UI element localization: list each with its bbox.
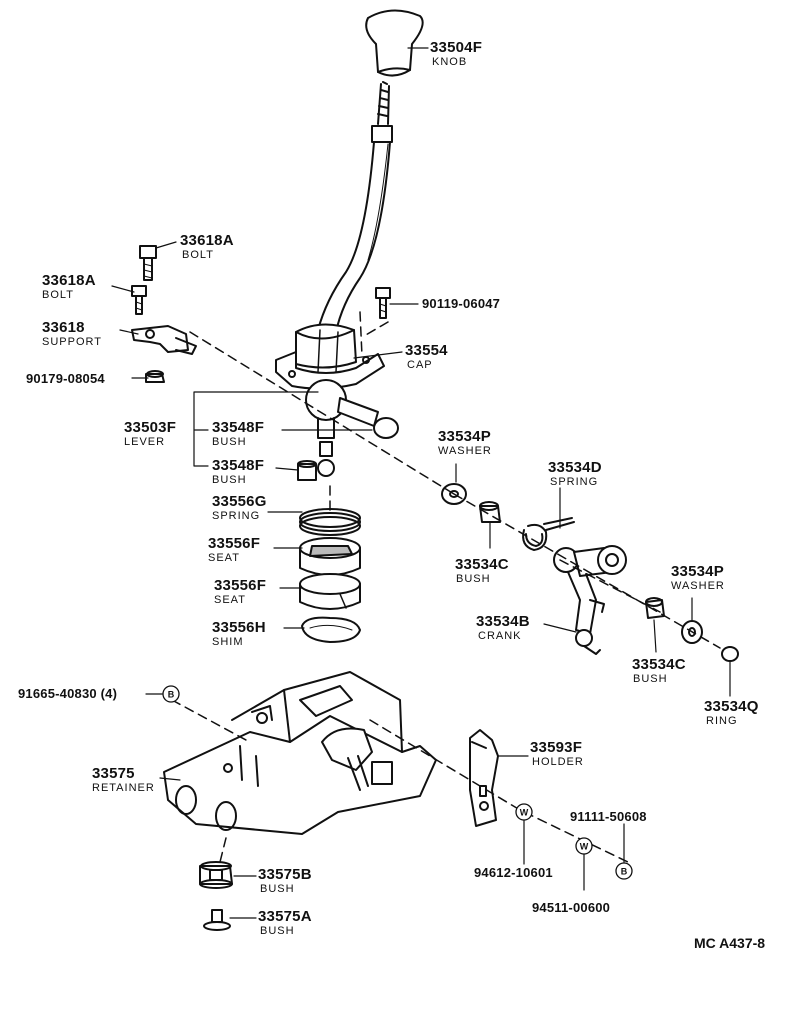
- retainer-bolt-part-number: 91665-40830 (4): [18, 686, 118, 701]
- retainer-drawing: [163, 671, 437, 835]
- lever-rod-drawing: [317, 125, 393, 333]
- ring-drawing: [721, 646, 739, 662]
- spring-seat-drawing: [299, 508, 361, 536]
- bush-crank-left-part-number: 33534C: [455, 556, 509, 573]
- bolt-top-part-number: 33618A: [180, 232, 234, 249]
- spring-crank-part-name: SPRING: [550, 476, 599, 488]
- crank-drawing: [553, 545, 627, 655]
- bush-b-part-name: BUSH: [260, 883, 295, 895]
- lever-ball-drawing: [305, 379, 399, 477]
- washer-callout-a: [515, 803, 533, 821]
- washer-callout-b: [575, 837, 593, 855]
- washer-right-part-number: 33534P: [671, 563, 724, 580]
- shim-drawing: [301, 616, 361, 643]
- retainer-part-number: 33575: [92, 765, 135, 782]
- cap-bolt-part-number: 90119-06047: [422, 296, 501, 311]
- bolt-top-part-name: BOLT: [182, 249, 214, 261]
- washer-callout-a-letter: W: [520, 808, 529, 818]
- bolt-callout-retainer: [162, 685, 180, 703]
- bush-crank-left-part-name: BUSH: [456, 573, 491, 585]
- holder-drawing: [469, 729, 499, 827]
- holder-washer-b-part-number: 94511-00600: [532, 900, 611, 915]
- washer-left-part-number: 33534P: [438, 428, 491, 445]
- shim-part-number: 33556H: [212, 619, 266, 636]
- seat-upper-part-number: 33556F: [208, 535, 261, 552]
- lever-part-number: 33503F: [124, 419, 177, 436]
- ring-part-number: 33534Q: [704, 698, 759, 715]
- spring-crank-drawing: [522, 517, 575, 551]
- bolt-top-drawing: [139, 245, 157, 281]
- support-nut-drawing: [145, 370, 165, 383]
- callout-bubbles: [162, 685, 633, 880]
- support-nut-part-number: 90179-08054: [26, 371, 105, 386]
- holder-washer-a-part-number: 94612-10601: [474, 865, 553, 880]
- knob-part-name: KNOB: [432, 56, 468, 68]
- holder-bolt-part-number: 91111-50608: [570, 809, 647, 824]
- spring-crank-part-number: 33534D: [548, 459, 602, 476]
- washer-right-part-name: WASHER: [671, 580, 725, 592]
- bolt-side-part-name: BOLT: [42, 289, 74, 301]
- seat-upper-drawing: [299, 537, 361, 576]
- holder-part-name: HOLDER: [532, 756, 584, 768]
- bolt-side-part-number: 33618A: [42, 272, 96, 289]
- support-drawing: [131, 325, 197, 355]
- bush-b-drawing: [199, 861, 233, 889]
- holder-part-number: 33593F: [530, 739, 583, 756]
- bush-a-part-number: 33575A: [258, 908, 312, 925]
- bush-upper-part-name: BUSH: [212, 436, 247, 448]
- bolt-callout-retainer-letter: B: [168, 690, 175, 700]
- seat-lower-part-number: 33556F: [214, 577, 267, 594]
- retainer-part-name: RETAINER: [92, 782, 155, 794]
- knob-drawing: [365, 9, 424, 125]
- seat-lower-part-name: SEAT: [214, 594, 246, 606]
- knob-part-number: 33504F: [430, 39, 483, 56]
- crank-part-number: 33534B: [476, 613, 530, 630]
- support-part-name: SUPPORT: [42, 336, 102, 348]
- bush-b-part-number: 33575B: [258, 866, 312, 883]
- bush-crank-right-drawing: [645, 597, 665, 619]
- lever-part-name: LEVER: [124, 436, 166, 448]
- washer-callout-b-letter: W: [580, 842, 589, 852]
- seat-upper-part-name: SEAT: [208, 552, 240, 564]
- washer-left-part-name: WASHER: [438, 445, 492, 457]
- bolt-callout-holder: [615, 862, 633, 880]
- bush-lower-part-number: 33548F: [212, 457, 265, 474]
- cap-drawing: [275, 323, 385, 390]
- diagram-reference-code: MC A437-8: [694, 935, 766, 951]
- seat-lower-drawing: [299, 573, 361, 610]
- bush-crank-right-part-number: 33534C: [632, 656, 686, 673]
- crank-part-name: CRANK: [478, 630, 522, 642]
- cap-part-name: CAP: [407, 359, 433, 371]
- bush-lower-part-name: BUSH: [212, 474, 247, 486]
- bush-lower-drawing: [297, 460, 317, 481]
- spring-seat-part-name: SPRING: [212, 510, 261, 522]
- bolt-callout-holder-letter: B: [621, 867, 628, 877]
- cap-part-number: 33554: [405, 342, 448, 359]
- cap-bolt-drawing: [375, 287, 391, 319]
- shim-part-name: SHIM: [212, 636, 244, 648]
- bush-a-drawing: [203, 909, 231, 931]
- bush-a-part-name: BUSH: [260, 925, 295, 937]
- leader-lines: [111, 47, 731, 919]
- ring-part-name: RING: [706, 715, 738, 727]
- bush-crank-right-part-name: BUSH: [633, 673, 668, 685]
- bush-upper-part-number: 33548F: [212, 419, 265, 436]
- bolt-side-drawing: [131, 285, 147, 315]
- spring-seat-part-number: 33556G: [212, 493, 267, 510]
- support-part-number: 33618: [42, 319, 85, 336]
- assembly-guide-lines: [171, 311, 721, 865]
